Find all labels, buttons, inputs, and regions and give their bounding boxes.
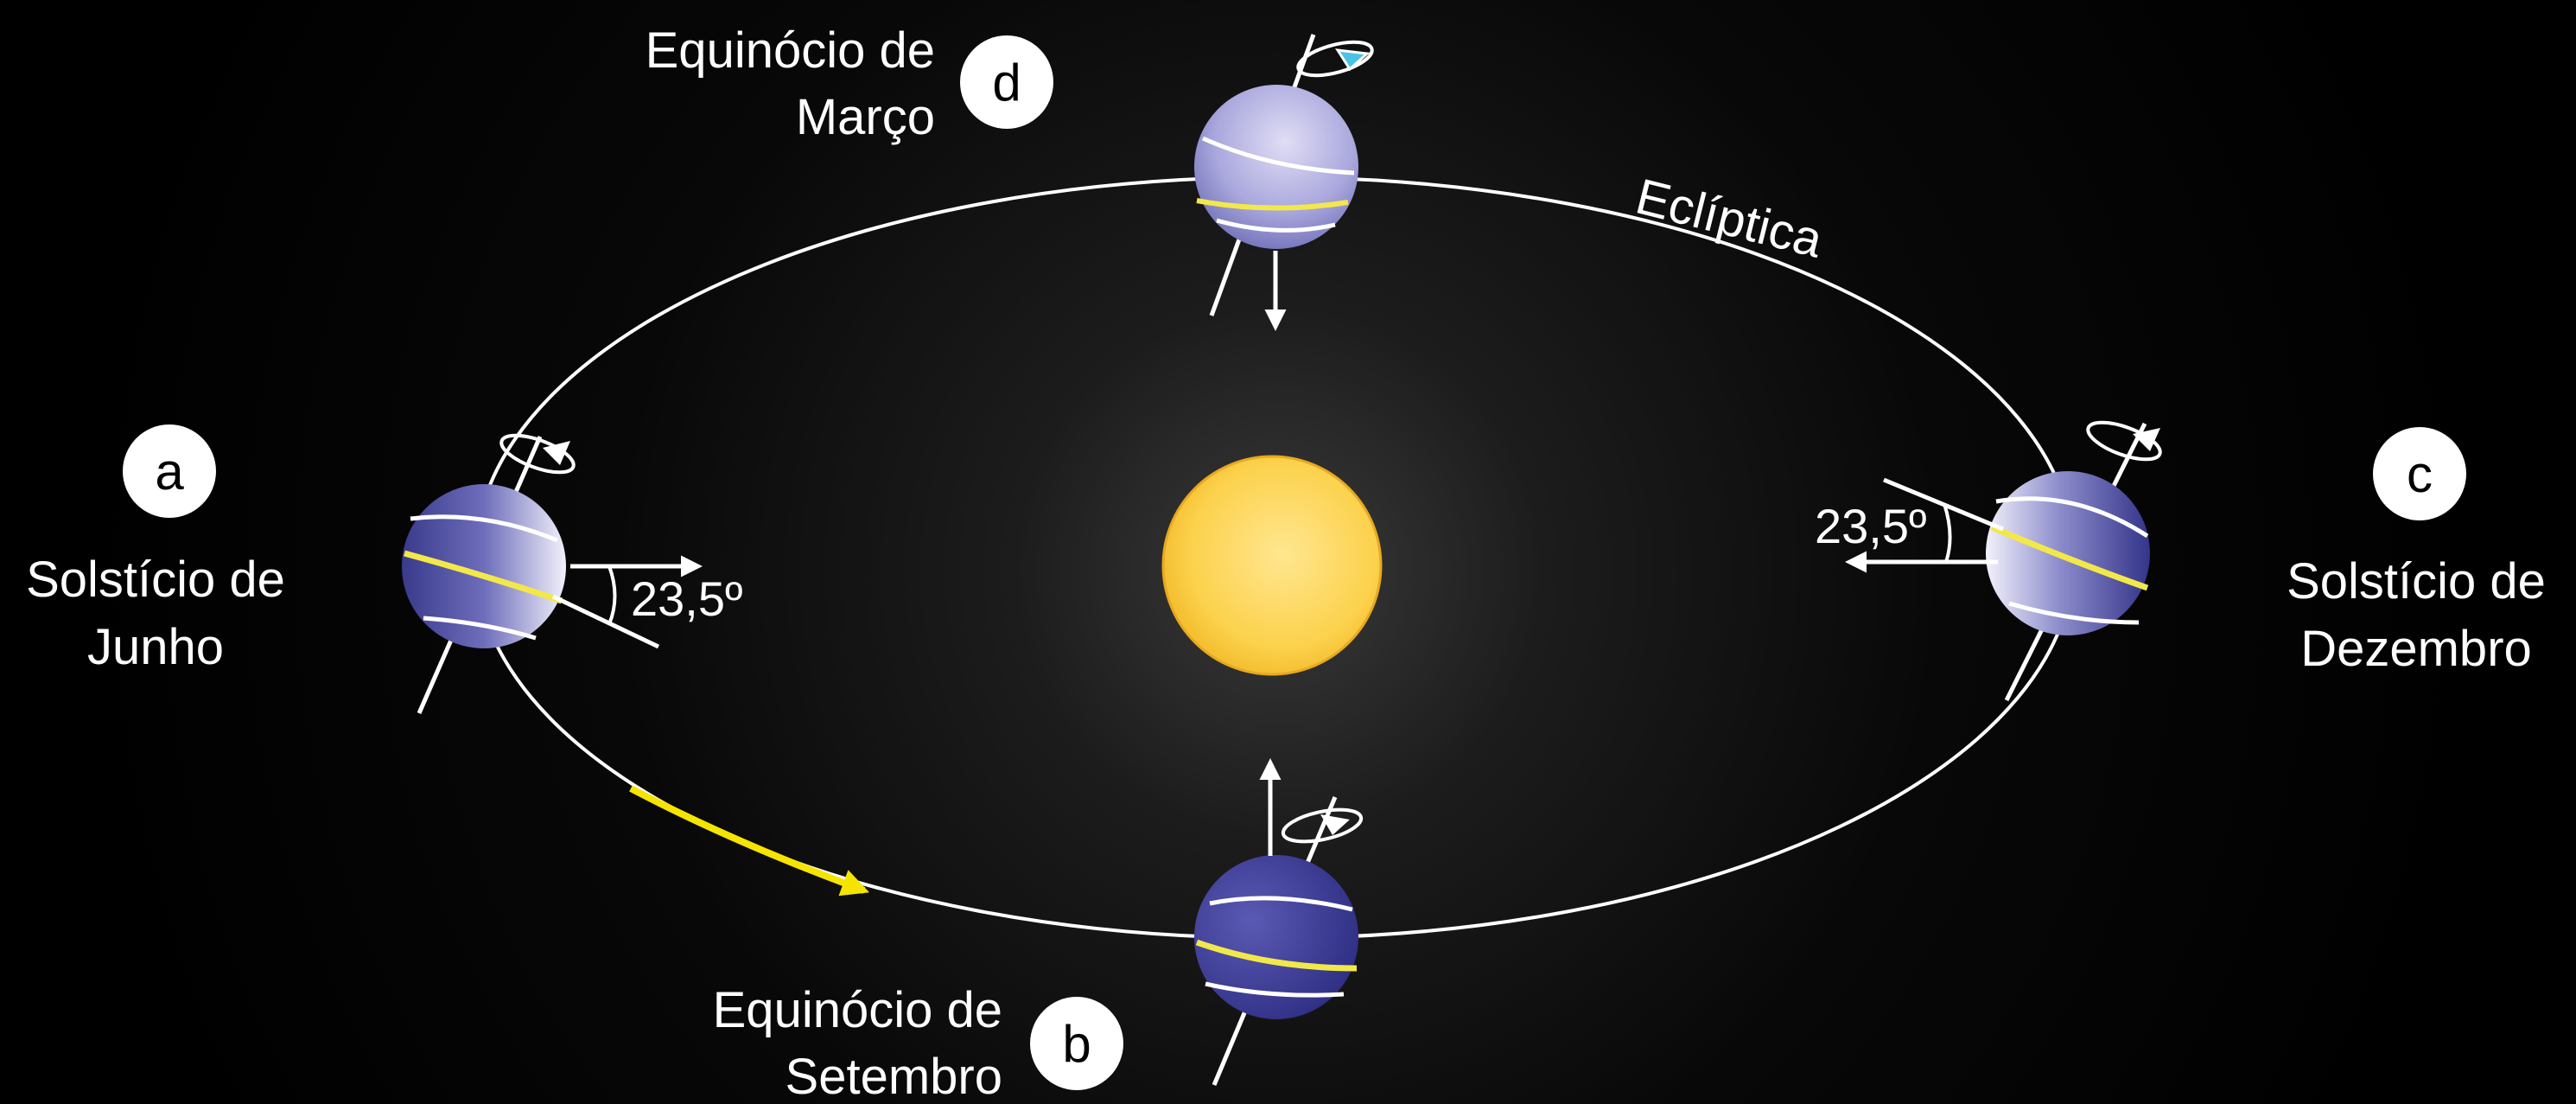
june-solstice-line2: Junho — [87, 619, 224, 675]
june-solstice-line1: Solstício de — [26, 552, 285, 608]
angle-label-december: 23,5º — [1815, 499, 1926, 553]
badge-c-letter: c — [2407, 445, 2433, 503]
march-equinox-line1: Equinócio de — [646, 22, 935, 79]
label-b-group: Equinócio de Setembro b — [713, 982, 1123, 1104]
earth-march-equinox — [1194, 34, 1374, 331]
march-equinox-line2: Março — [796, 89, 935, 145]
sun — [1161, 455, 1383, 676]
september-equinox-line2: Setembro — [786, 1049, 1002, 1104]
angle-label-june: 23,5º — [631, 571, 742, 626]
earth-september-equinox — [1194, 758, 1364, 1086]
label-a-group: a Solstício de Junho — [26, 424, 285, 675]
label-d-group: Equinócio de Março d — [646, 22, 1053, 145]
badge-a — [123, 424, 216, 518]
badge-a-letter: a — [155, 443, 184, 501]
badge-d-letter: d — [992, 54, 1021, 112]
earth-december-solstice: 23,5º — [1815, 420, 2162, 702]
earth-june-solstice: 23,5º — [402, 433, 742, 715]
label-c-group: c Solstício de Dezembro — [2287, 427, 2546, 677]
badge-b — [1030, 997, 1123, 1090]
badge-b-letter: b — [1062, 1015, 1091, 1073]
badge-d — [960, 35, 1053, 129]
december-solstice-line1: Solstício de — [2287, 553, 2546, 609]
orbit-direction-arrow — [629, 785, 870, 897]
september-equinox-line1: Equinócio de — [713, 982, 1002, 1038]
december-solstice-line2: Dezembro — [2300, 621, 2532, 677]
badge-c — [2373, 427, 2466, 520]
